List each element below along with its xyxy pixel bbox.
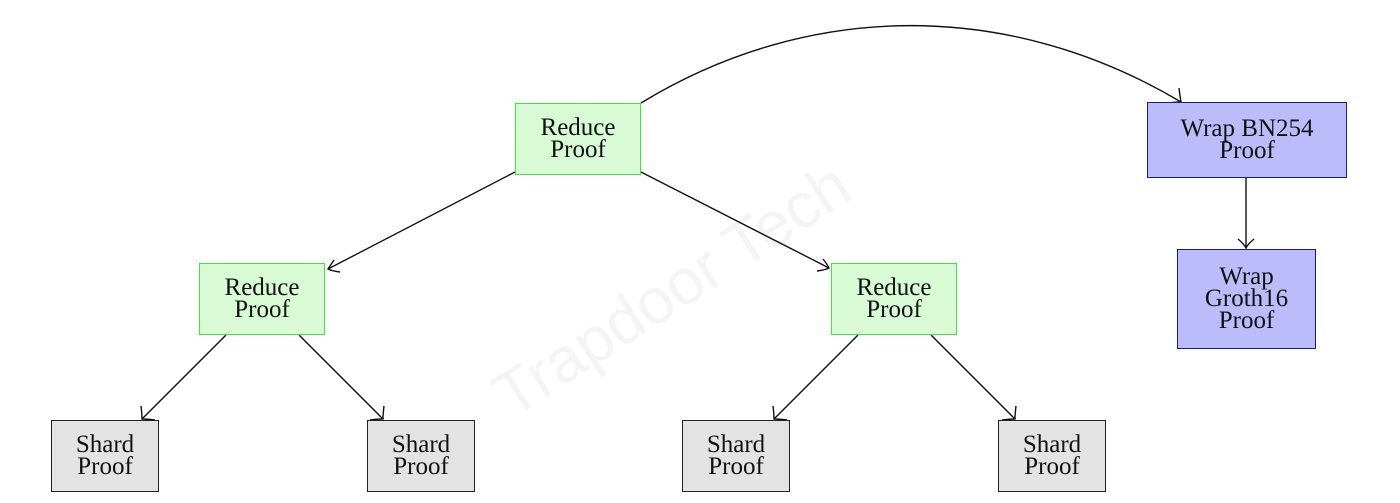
- node-label-line: Shard: [391, 431, 451, 458]
- arrowhead-right-reduce: [816, 258, 830, 272]
- right-reduce-proof-node: Reduce Proof: [831, 263, 957, 335]
- node-label-line: Shard: [1022, 431, 1082, 458]
- shard-proof-node-3: Shard Proof: [682, 420, 790, 492]
- node-label-line: Reduce: [540, 114, 616, 141]
- arrowhead-shard-1: [140, 405, 156, 421]
- edge-left-reduce-to-shard-1: [141, 334, 227, 420]
- node-label-line: Shard: [75, 431, 135, 458]
- arrowhead-left-reduce: [326, 259, 341, 273]
- node-label-line: Wrap BN254: [1180, 115, 1314, 142]
- node-label-line: Proof: [550, 136, 606, 163]
- node-label-line: Proof: [866, 296, 922, 323]
- node-label-line: Reduce: [856, 274, 932, 301]
- node-label-line: Proof: [1024, 453, 1080, 480]
- root-reduce-proof-node: Reduce Proof: [515, 103, 641, 175]
- arrowhead-shard-2: [369, 405, 385, 421]
- node-label-line: Proof: [234, 296, 290, 323]
- shard-proof-node-1: Shard Proof: [51, 420, 159, 492]
- node-label-line: Groth16: [1204, 285, 1289, 312]
- node-label-line: Proof: [1219, 137, 1275, 164]
- shard-proof-node-2: Shard Proof: [367, 420, 475, 492]
- edge-root-to-right-reduce: [640, 171, 830, 269]
- wrap-groth16-proof-node: Wrap Groth16 Proof: [1177, 249, 1316, 349]
- node-label-line: Proof: [393, 453, 449, 480]
- node-label-line: Reduce: [224, 274, 300, 301]
- edge-right-reduce-to-shard-3: [773, 334, 859, 420]
- left-reduce-proof-node: Reduce Proof: [199, 263, 325, 335]
- edge-left-reduce-to-shard-2: [298, 334, 384, 420]
- edge-root-to-left-reduce: [327, 171, 516, 270]
- node-label-line: Proof: [77, 453, 133, 480]
- arrowhead-shard-4: [1001, 405, 1017, 421]
- shard-proof-node-4: Shard Proof: [998, 420, 1106, 492]
- arrowhead-wrap-groth16: [1237, 238, 1255, 250]
- arrowhead-shard-3: [772, 405, 788, 421]
- node-label-line: Proof: [708, 453, 764, 480]
- edge-right-reduce-to-shard-4: [930, 334, 1016, 420]
- node-label-line: Wrap: [1219, 263, 1274, 290]
- node-label-line: Shard: [706, 431, 766, 458]
- node-label-line: Proof: [1218, 307, 1275, 334]
- edge-root-to-wrap-bn254: [640, 25, 1182, 104]
- wrap-bn254-proof-node: Wrap BN254 Proof: [1147, 102, 1347, 178]
